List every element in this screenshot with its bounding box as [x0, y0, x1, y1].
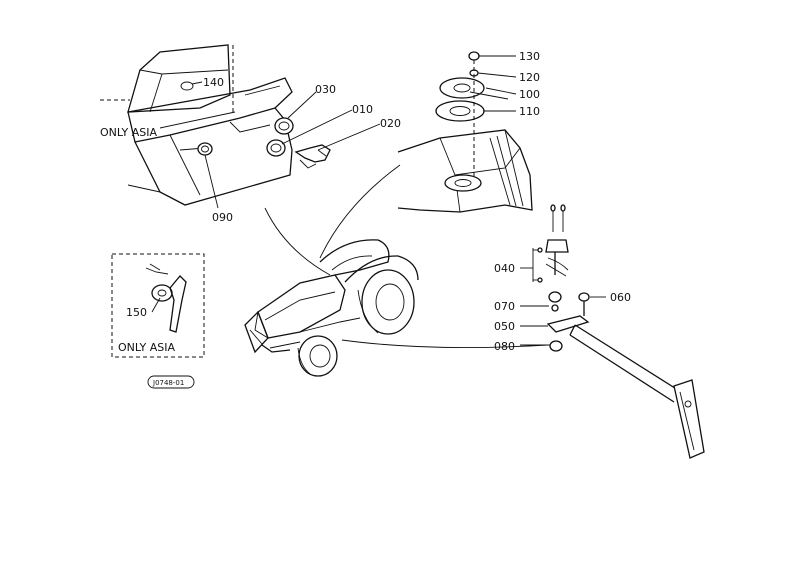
label-110: 110	[519, 105, 540, 118]
label-020: 020	[380, 117, 401, 130]
label-100: 100	[519, 88, 540, 101]
label-150: 150	[126, 306, 147, 319]
label-120: 120	[519, 71, 540, 84]
note-only-asia-top: ONLY ASIA	[100, 126, 158, 139]
label-070: 070	[494, 300, 515, 313]
note-only-asia-box: ONLY ASIA	[118, 341, 176, 354]
leader-curve-pedal	[341, 339, 549, 349]
leader-curve-dashboard	[264, 207, 331, 276]
label-060: 060	[610, 291, 631, 304]
label-090: 090	[212, 211, 233, 224]
dashboard-panel-assembly	[100, 44, 381, 209]
drawing-code-badge: J0748-01	[147, 375, 195, 389]
label-080: 080	[494, 340, 515, 353]
drawing-code-text: J0748-01	[152, 379, 184, 387]
leader-curve-tank	[319, 164, 401, 259]
label-050: 050	[494, 320, 515, 333]
tractor-drawing	[244, 239, 419, 377]
label-040: 040	[494, 262, 515, 275]
fuel-tank-assembly	[397, 51, 533, 213]
label-140: 140	[203, 76, 224, 89]
label-130: 130	[519, 50, 540, 63]
label-010: 010	[352, 103, 373, 116]
part-number-labels: 130 120 100 110 030 010 020 140 090 040 …	[126, 50, 631, 353]
horn-detail-box	[111, 253, 205, 358]
pedal-switch-assembly	[520, 204, 705, 459]
label-030: 030	[315, 83, 336, 96]
